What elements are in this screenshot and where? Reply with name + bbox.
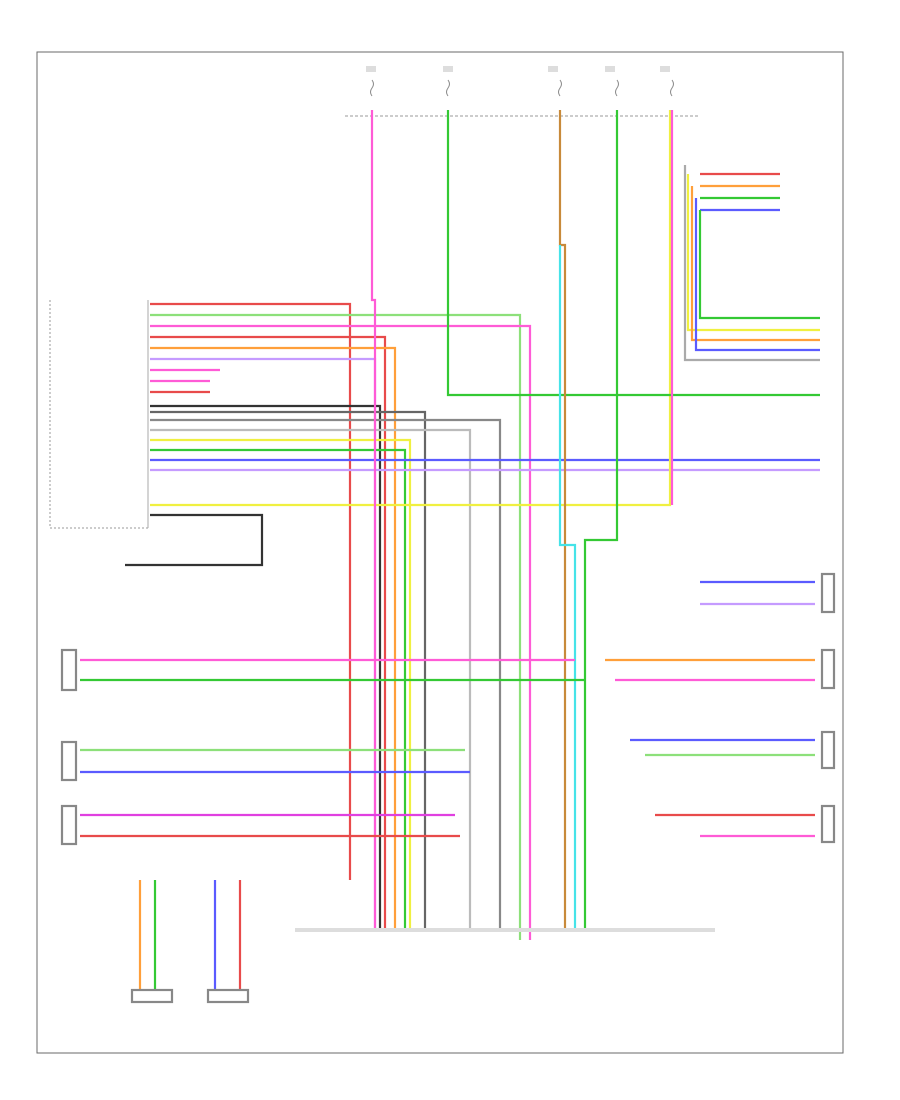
fuse-wires — [370, 110, 820, 930]
bottom-connector-pins — [295, 928, 715, 932]
left-speakers — [60, 648, 585, 846]
right-speakers — [605, 572, 836, 844]
audio-unit-connector — [49, 300, 149, 529]
top-fuses — [366, 66, 674, 97]
bottom-speakers — [130, 880, 250, 1004]
diagram-border — [36, 51, 844, 1054]
right-top-connector — [686, 172, 820, 352]
